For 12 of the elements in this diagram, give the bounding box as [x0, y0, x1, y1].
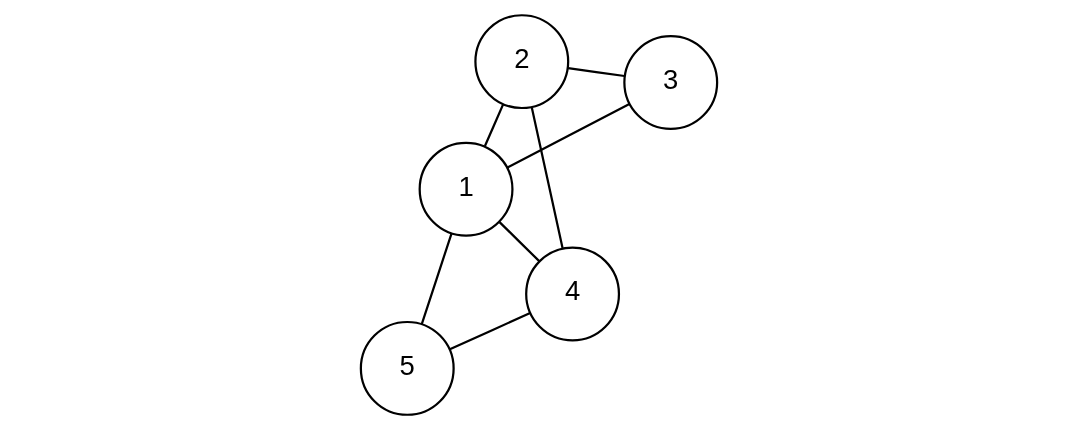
connector	[483, 103, 505, 147]
node-circle: 2	[474, 14, 570, 110]
node-circle: 1	[418, 141, 514, 237]
node-circle: 5	[359, 320, 455, 416]
connector	[506, 103, 630, 169]
connector	[530, 107, 564, 249]
connector	[420, 233, 453, 325]
connector	[567, 67, 625, 78]
node-circle: 3	[623, 35, 719, 130]
connector	[498, 221, 541, 263]
connector	[449, 312, 531, 351]
node-circle: 4	[525, 246, 621, 342]
